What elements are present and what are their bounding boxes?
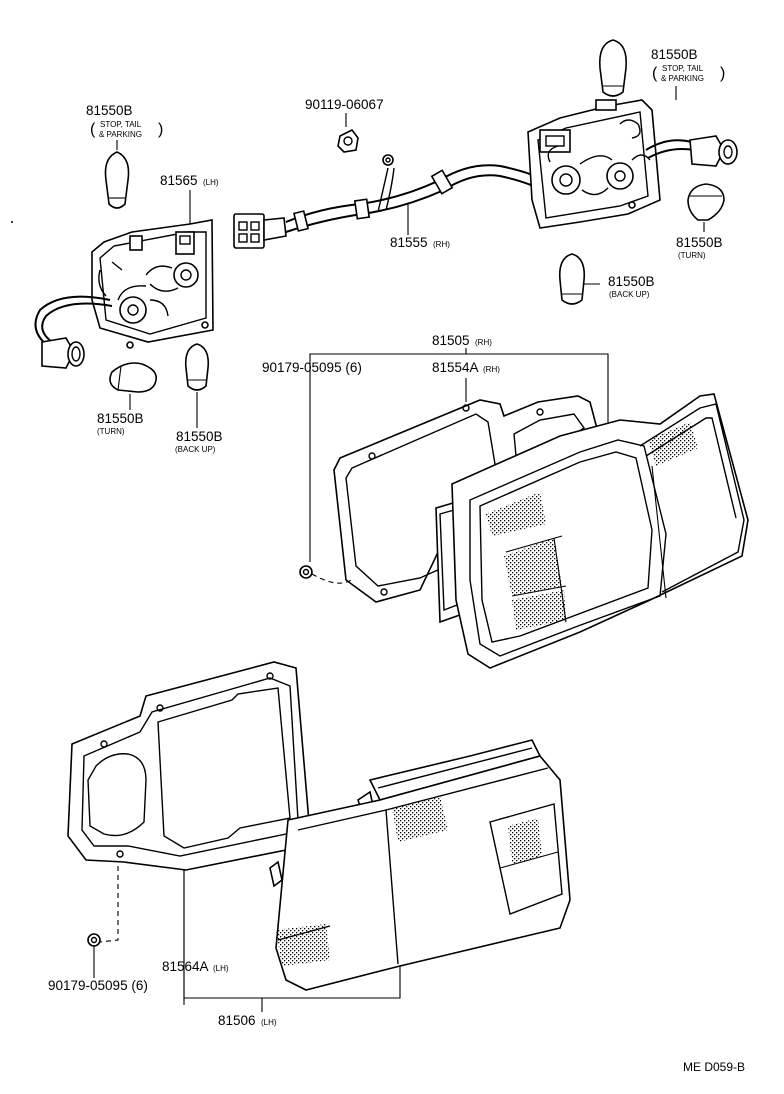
bulb-turn-rh [687, 183, 725, 221]
part-suffix: (LH) [203, 178, 219, 187]
part-suffix: (RH) [483, 365, 500, 374]
label-gasket-rh: 81554A (RH) [432, 360, 500, 375]
svg-text:): ) [158, 121, 163, 138]
part-suffix: (LH) [213, 964, 229, 973]
part-note: (BACK UP) [609, 290, 650, 299]
bulb-turn-lh [109, 362, 158, 393]
part-note: & PARKING [99, 130, 142, 139]
part-number: 81550B [608, 274, 655, 289]
lamp-lh [269, 739, 571, 991]
part-note: (TURN) [97, 427, 125, 436]
wire-harness-rh [285, 154, 549, 233]
bulb-backup-rh [558, 253, 586, 305]
part-number: 81564A [162, 959, 209, 974]
label-screw-top: 90119-06067 [305, 97, 384, 112]
leader-lines [93, 86, 705, 1012]
label-bulb-turn-lh: 81550B (TURN) [97, 411, 144, 436]
part-suffix: (RH) [475, 338, 492, 347]
connector-lh [233, 213, 287, 249]
part-suffix: (LH) [261, 1018, 277, 1027]
part-number: 81550B [676, 235, 723, 250]
label-bulb-backup-lh: 81550B (BACK UP) [175, 429, 223, 454]
dashed-fastener-line-rh [311, 573, 355, 584]
bulb-stop-rh [598, 39, 628, 97]
part-note: STOP, TAIL [100, 120, 142, 129]
nut-lh [87, 933, 101, 947]
label-wire-rh: 81555 (RH) [390, 235, 450, 250]
label-bulb-stop-lh: 81550B STOP, TAIL & PARKING ( ) [86, 103, 163, 139]
socket-cord-turn-lh [34, 295, 113, 369]
part-number: 81555 [390, 235, 428, 250]
label-nut-lh: 90179-05095 (6) [48, 978, 148, 993]
socket-plate-lh [91, 219, 214, 349]
part-note: (TURN) [678, 251, 706, 260]
socket-cord-turn-rh [645, 135, 738, 167]
part-number: 81550B [176, 429, 223, 444]
part-number: 81550B [651, 47, 698, 62]
part-number: 81550B [86, 103, 133, 118]
svg-text:(: ( [90, 121, 96, 138]
screw-top [337, 128, 359, 153]
label-socket-lh: 81565 (LH) [160, 173, 219, 188]
socket-plate-rh [527, 99, 661, 229]
part-number: 81506 [218, 1013, 256, 1028]
bulb-backup-lh [184, 343, 210, 391]
label-gasket-lh: 81564A (LH) [162, 959, 229, 974]
part-note: (BACK UP) [175, 445, 216, 454]
part-suffix: (RH) [433, 240, 450, 249]
svg-text:(: ( [652, 65, 658, 82]
svg-text:): ) [720, 65, 725, 82]
part-number: 81505 [432, 333, 470, 348]
label-bulb-turn-rh: 81550B (TURN) [676, 235, 723, 260]
diagram-code: ME D059-B [683, 1060, 745, 1074]
part-number: 81565 [160, 173, 198, 188]
bulb-stop-lh [104, 151, 130, 209]
part-note: STOP, TAIL [662, 64, 704, 73]
stray-mark [11, 221, 13, 223]
dashed-fastener-line-lh [99, 866, 119, 943]
label-bulb-backup-rh: 81550B (BACK UP) [608, 274, 655, 299]
label-lamp-lh: 81506 (LH) [218, 1013, 277, 1028]
label-lamp-rh: 81505 (RH) [432, 333, 492, 348]
gasket-lh [67, 661, 311, 871]
part-number: 81550B [97, 411, 144, 426]
part-number: 81554A [432, 360, 479, 375]
label-nut-rh: 90179-05095 (6) [262, 360, 362, 375]
label-bulb-stop-rh: 81550B STOP, TAIL & PARKING ( ) [651, 47, 725, 83]
part-note: & PARKING [661, 74, 704, 83]
nut-rh [299, 565, 313, 579]
lamp-rh [435, 393, 749, 669]
